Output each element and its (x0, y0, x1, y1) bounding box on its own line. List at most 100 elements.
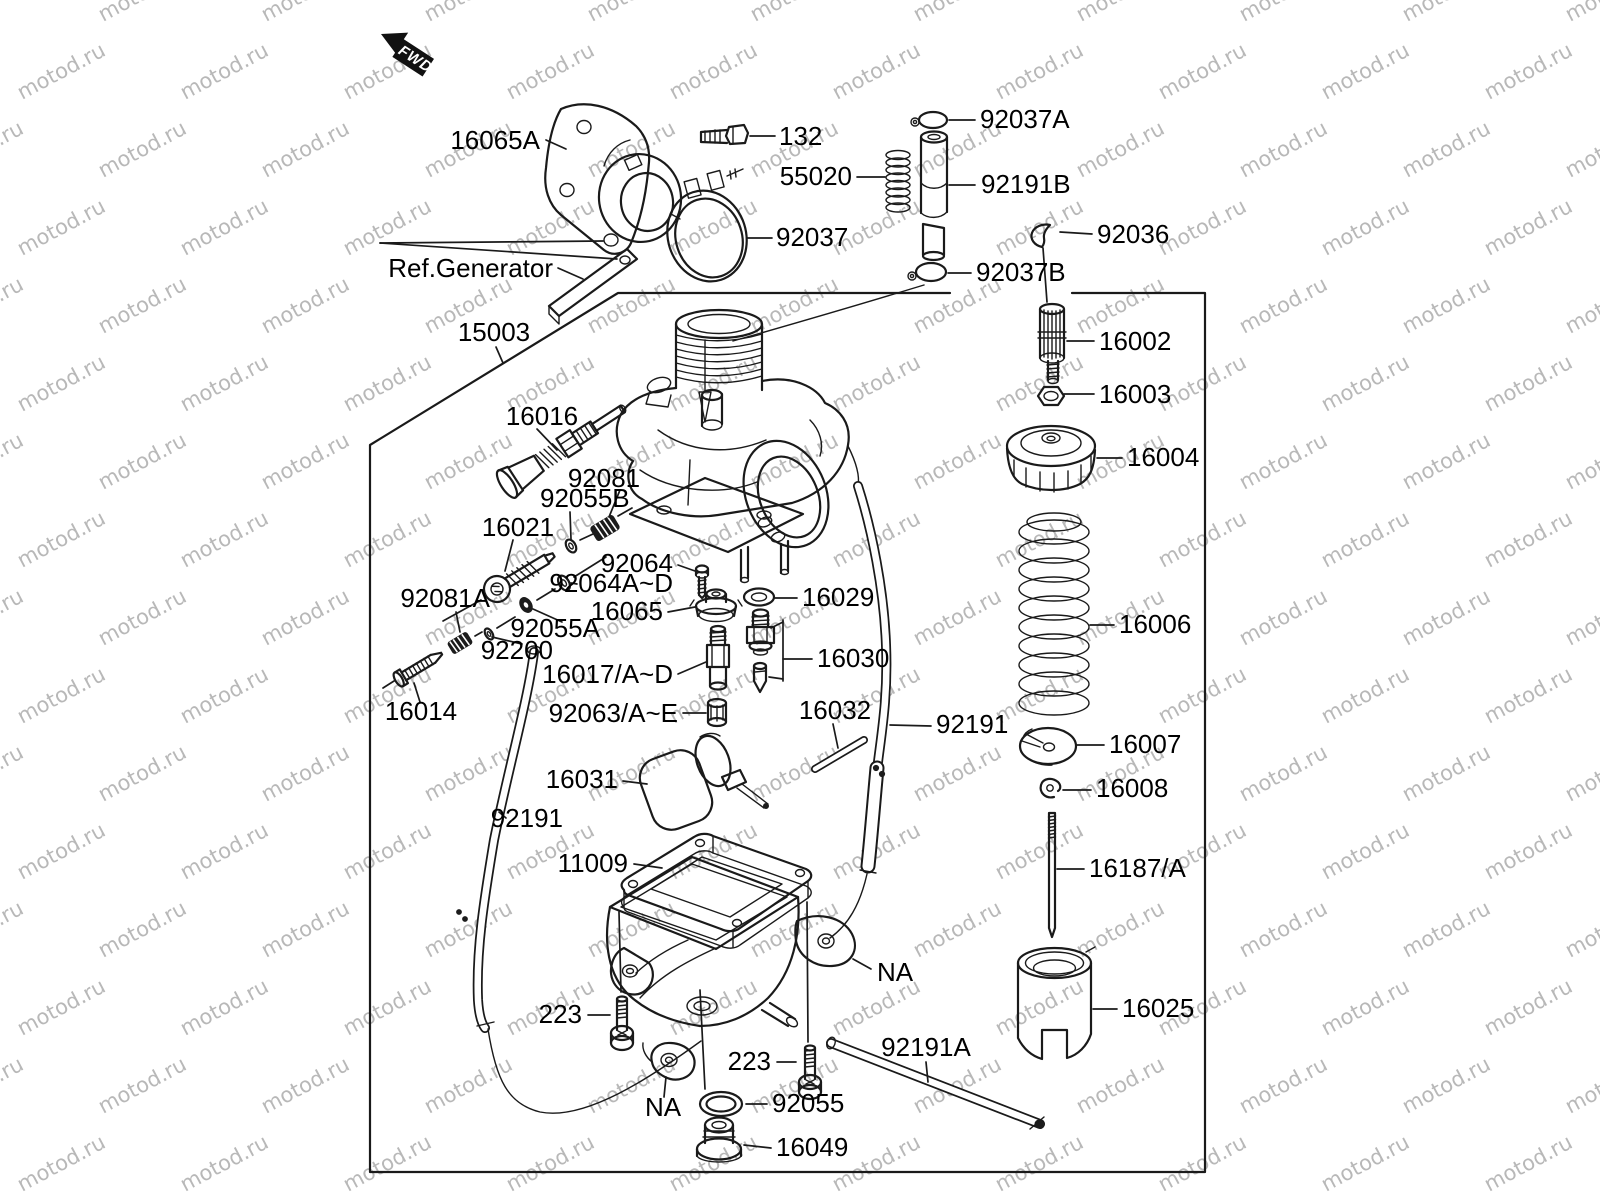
part-label-16021: 16021 (482, 512, 554, 542)
watermark-text: motod.ru (665, 1130, 761, 1196)
part-label-16065A: 16065A (450, 125, 540, 155)
part-plunger-16016 (495, 404, 627, 499)
watermark-text: motod.ru (1317, 38, 1413, 104)
leader-line (442, 599, 482, 622)
watermark-text: motod.ru (94, 1052, 190, 1118)
watermark-text: motod.ru (1398, 584, 1494, 650)
watermark-text: motod.ru (991, 194, 1087, 260)
watermark-text: motod.ru (0, 896, 27, 962)
watermark-text: motod.ru (1480, 818, 1576, 884)
watermark-text: motod.ru (257, 584, 353, 650)
watermark-text: motod.ru (1317, 194, 1413, 260)
leader-line (491, 636, 523, 645)
watermark-text: motod.ru (1235, 740, 1331, 806)
leader-line (579, 533, 594, 541)
part-bolt-132 (699, 123, 750, 146)
part-cap-16004 (1005, 424, 1097, 493)
watermark-text: motod.ru (94, 584, 190, 650)
watermark-text: motod.ru (176, 818, 272, 884)
part-spring-92081a (447, 632, 473, 654)
leader-line (617, 507, 633, 517)
assembly-box-outline (368, 291, 1207, 1174)
fwd-arrow: FWD (381, 32, 436, 77)
leader-line (379, 240, 604, 244)
part-clamp-92037 (666, 168, 748, 283)
part-label-92036: 92036 (1097, 219, 1169, 249)
part-screw-16021 (482, 552, 556, 604)
part-hose-92191-right (829, 481, 892, 939)
leader-line (536, 588, 556, 601)
part-screw-223-left (609, 995, 635, 1052)
leader-line (496, 616, 516, 629)
part-generator-strap (547, 247, 639, 325)
cable-route-line (732, 284, 925, 342)
watermark-text: motod.ru (94, 116, 190, 182)
watermark-text: motod.ru (1235, 116, 1331, 182)
watermark-text: motod.ru (257, 1052, 353, 1118)
part-label-16049: 16049 (776, 1132, 848, 1162)
part-label-92055B: 92055B (540, 483, 630, 513)
part-washer-92200 (483, 627, 495, 641)
leader-line (545, 139, 567, 150)
fwd-arrow-icon (381, 32, 435, 77)
watermark-text: motod.ru (991, 818, 1087, 884)
watermark-text: motod.ru (0, 0, 27, 26)
watermark-text: motod.ru (176, 38, 272, 104)
watermark-text: motod.ru (1480, 194, 1576, 260)
part-label-16031: 16031 (546, 764, 618, 794)
watermark-text: motod.ru (13, 38, 109, 104)
watermark-text: motod.ru (1235, 428, 1331, 494)
watermark-text: motod.ru (909, 584, 1005, 650)
part-flange-16065a (544, 103, 683, 255)
watermark-text: motod.ru (991, 38, 1087, 104)
part-label-16030: 16030 (817, 643, 889, 673)
watermark-text: motod.ru (339, 350, 435, 416)
watermark-text: motod.ru (502, 38, 598, 104)
part-label-16008: 16008 (1096, 773, 1168, 803)
part-oring-92055a (519, 597, 533, 613)
watermark-text: motod.ru (909, 0, 1005, 26)
watermark-text: motod.ru (420, 0, 516, 26)
part-label-92037A: 92037A (980, 104, 1070, 134)
part-label-92063AE: 92063/A~E (549, 698, 678, 728)
part-label-NA: NA (645, 1092, 682, 1122)
watermark-text: motod.ru (1317, 818, 1413, 884)
watermark-text: motod.ru (339, 194, 435, 260)
part-bracket-na-left (642, 1041, 696, 1081)
part-label-16007: 16007 (1109, 729, 1181, 759)
watermark-text: motod.ru (583, 0, 679, 26)
leader-lines-layer (379, 119, 1123, 1149)
watermark-text: motod.ru (13, 194, 109, 260)
part-label-92191: 92191 (936, 709, 1008, 739)
part-label-92037B: 92037B (976, 257, 1066, 287)
leader-line (925, 1061, 929, 1083)
part-tube-16032 (811, 736, 868, 773)
watermark-text: motod.ru (828, 38, 924, 104)
leader-line (504, 539, 514, 572)
part-needle-valve-16030 (745, 608, 776, 694)
part-label-92200: 92200 (481, 635, 553, 665)
part-jet-holder-16017 (705, 624, 731, 691)
watermark-text: motod.ru (0, 740, 27, 806)
watermark-text: motod.ru (1480, 974, 1576, 1040)
part-carburetor-body (615, 308, 860, 584)
watermark-text: motod.ru (1154, 506, 1250, 572)
part-label-92055A: 92055A (510, 613, 600, 643)
leader-line (569, 511, 572, 540)
watermark-text: motod.ru (13, 818, 109, 884)
leader-line (455, 611, 461, 633)
watermark-text: motod.ru (420, 1052, 516, 1118)
watermark-text: motod.ru (1480, 662, 1576, 728)
watermark-text: motod.ru (1154, 1130, 1250, 1196)
leader-line (570, 582, 578, 585)
watermark-text: motod.ru (1317, 506, 1413, 572)
watermark-text: motod.ru (0, 116, 27, 182)
part-bracket-na-right (794, 915, 857, 968)
watermark-text: motod.ru (176, 1130, 272, 1196)
watermark-text: motod.ru (1398, 272, 1494, 338)
watermark-text: motod.ru (1154, 662, 1250, 728)
part-clip-92036 (1030, 223, 1052, 249)
leader-line (667, 606, 696, 613)
leader-line (677, 661, 707, 675)
leader-line (557, 267, 584, 280)
